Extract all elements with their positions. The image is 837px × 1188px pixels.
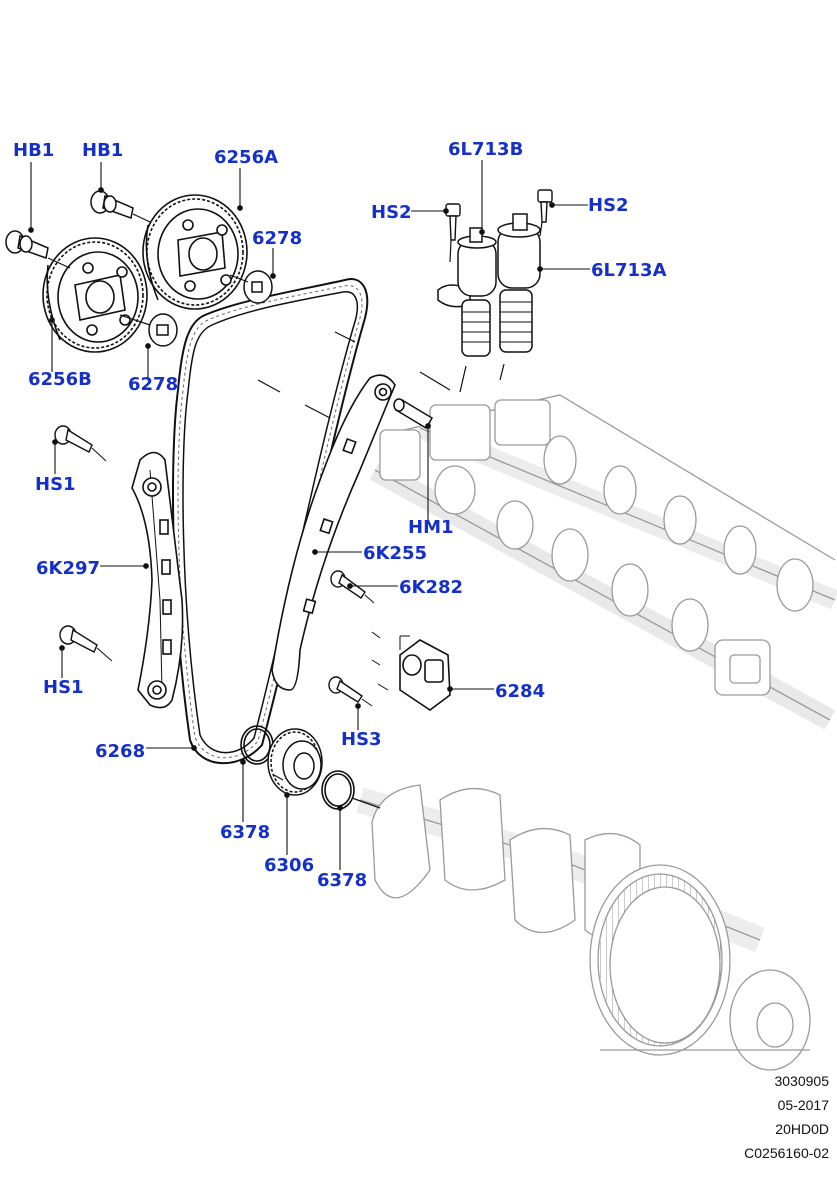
callout-6256A: 6256A bbox=[214, 147, 279, 168]
vvt-unit-6256A bbox=[142, 194, 248, 310]
callout-6278-top: 6278 bbox=[252, 228, 303, 249]
callout-6256B: 6256B bbox=[28, 369, 92, 390]
chain-tensioner-6284 bbox=[371, 631, 451, 711]
camshafts-ghost bbox=[369, 394, 837, 730]
callout-6278-bottom: 6278 bbox=[128, 374, 179, 395]
callout-6K282: 6K282 bbox=[399, 577, 464, 598]
fixed-guide bbox=[271, 374, 396, 691]
crankshaft-ghost bbox=[356, 784, 811, 1071]
bolt-hb1-left bbox=[5, 230, 49, 259]
washer-6278-top bbox=[243, 270, 273, 304]
callout-hm1: HM1 bbox=[408, 517, 454, 538]
bolt-hb1-right bbox=[90, 190, 134, 219]
bolt-hs1-top bbox=[54, 425, 107, 462]
bolt-hs1-bottom bbox=[59, 625, 113, 662]
callout-6K255: 6K255 bbox=[363, 543, 428, 564]
vvt-unit-6256B bbox=[42, 237, 148, 353]
tensioner-guide bbox=[131, 451, 184, 709]
callout-6L713A: 6L713A bbox=[591, 260, 667, 281]
callout-6306: 6306 bbox=[264, 855, 315, 876]
callout-hs3: HS3 bbox=[341, 729, 382, 750]
callout-6284: 6284 bbox=[495, 681, 546, 702]
solenoid-6L713A bbox=[497, 213, 541, 353]
callout-hb1-left: HB1 bbox=[13, 140, 55, 161]
callout-6378-right: 6378 bbox=[317, 870, 368, 891]
bolt-hs2-left bbox=[445, 203, 461, 241]
assembly-axes bbox=[47, 213, 543, 809]
crank-sprocket-6306 bbox=[267, 728, 323, 796]
callout-6K297: 6K297 bbox=[36, 558, 101, 579]
solenoid-6L713B bbox=[437, 227, 497, 357]
pin-hm1 bbox=[393, 398, 434, 430]
callout-hs2-right: HS2 bbox=[588, 195, 629, 216]
callout-6378-left: 6378 bbox=[220, 822, 271, 843]
leader-lines bbox=[28, 160, 590, 870]
callout-6L713B: 6L713B bbox=[448, 139, 524, 160]
ring-6378-right bbox=[321, 770, 355, 810]
bolt-hs2-right bbox=[537, 189, 553, 223]
footer-date: 05-2017 bbox=[777, 1097, 829, 1113]
footer-code-1: 3030905 bbox=[774, 1073, 829, 1089]
callout-hs1-top: HS1 bbox=[35, 474, 76, 495]
bolt-hs3 bbox=[328, 676, 373, 707]
callout-hs1-bottom: HS1 bbox=[43, 677, 84, 698]
washer-6278-bottom bbox=[148, 313, 178, 347]
footer-code-3: C0256160-02 bbox=[744, 1145, 829, 1161]
callout-hb1-right: HB1 bbox=[82, 140, 124, 161]
callout-6268: 6268 bbox=[95, 741, 146, 762]
callout-hs2-left: HS2 bbox=[371, 202, 412, 223]
footer-code-2: 20HD0D bbox=[775, 1121, 829, 1137]
